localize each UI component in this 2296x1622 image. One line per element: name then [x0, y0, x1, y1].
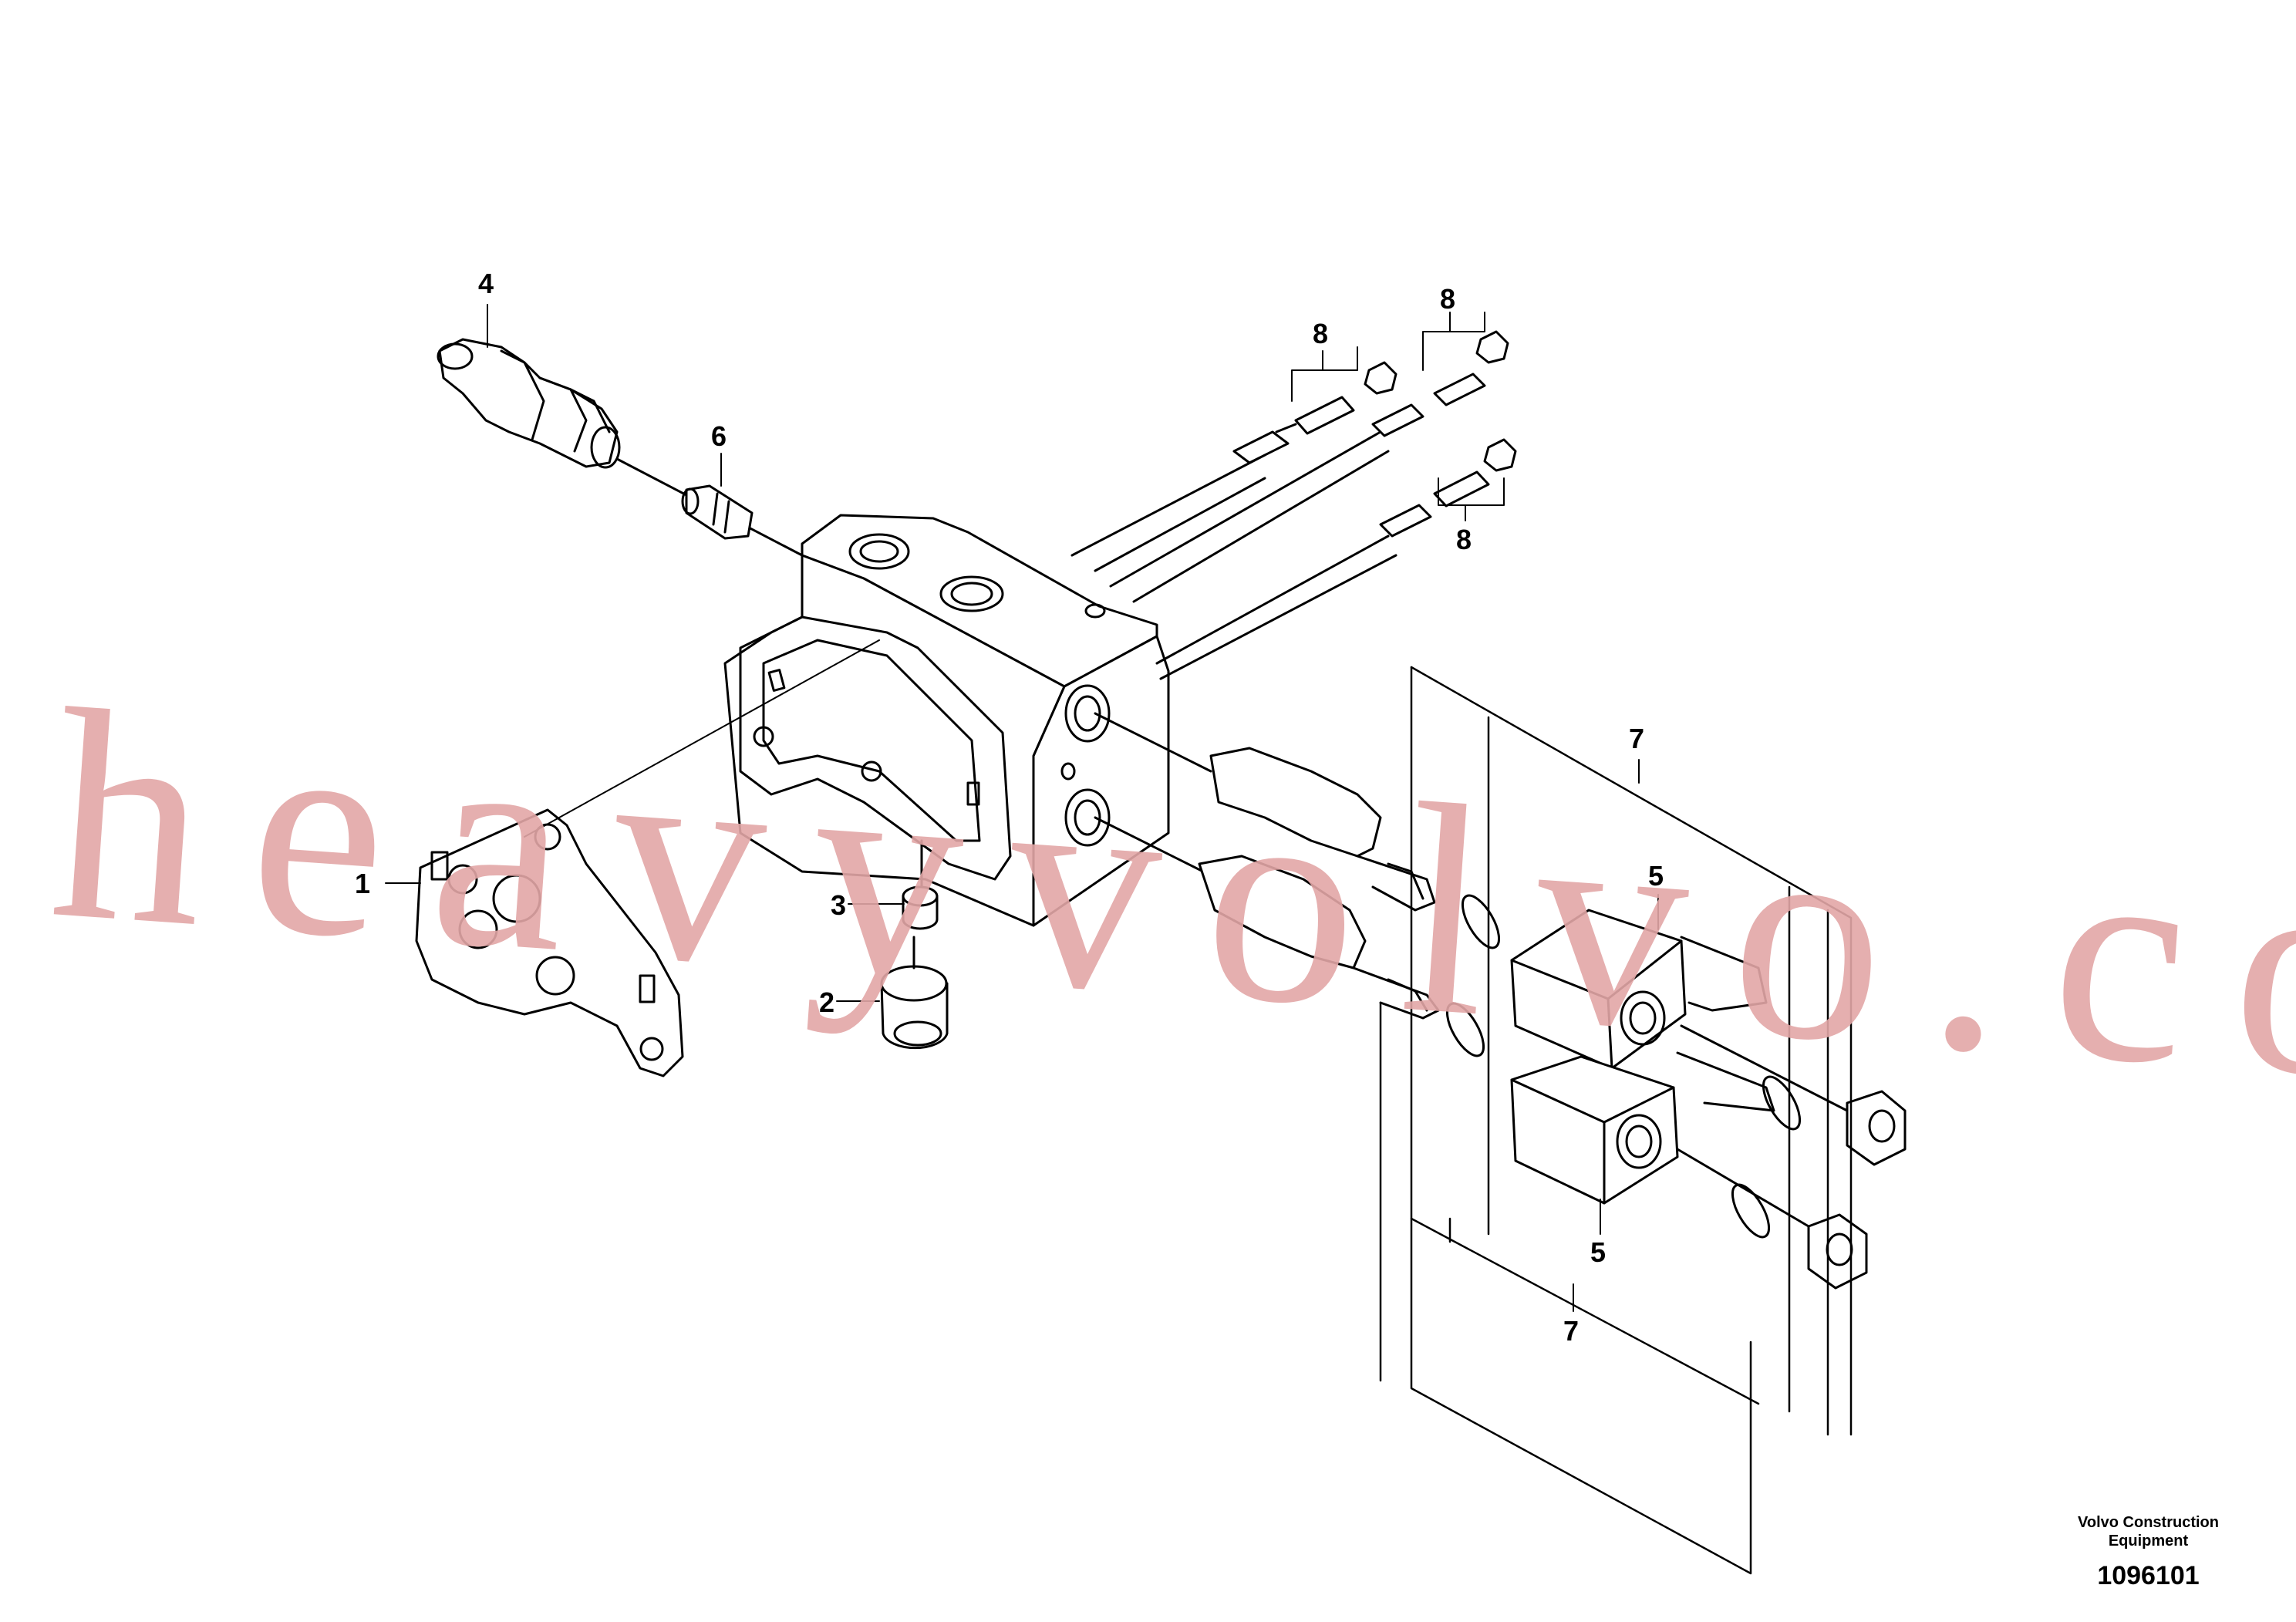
nut-lower: [1807, 1213, 1868, 1290]
callout-6: 6: [711, 420, 727, 452]
callout-1: 1: [355, 868, 370, 899]
seal-part-3: [902, 885, 939, 930]
group-bracket-7: [1379, 666, 1853, 1575]
nut-upper: [1846, 1090, 1907, 1166]
callout-7b: 7: [1563, 1315, 1579, 1347]
title-block: Volvo Construction Equipment 1096101: [2078, 1513, 2219, 1591]
callout-7a: 7: [1629, 723, 1644, 754]
company-name-line2: Equipment: [2108, 1533, 2189, 1549]
callout-8b: 8: [1440, 283, 1455, 315]
leader-lines: [385, 304, 1659, 1312]
callout-8a: 8: [1313, 318, 1328, 349]
stud-set-8c: [1379, 438, 1517, 538]
gasket-plate: [415, 808, 684, 1077]
o-ring: [1445, 1002, 1485, 1057]
callout-5a: 5: [1648, 860, 1664, 892]
relief-valve-part-4: [437, 338, 621, 469]
cartridge-valve-lower: [1094, 816, 1440, 1020]
callout-3: 3: [831, 889, 846, 921]
callout-8c: 8: [1456, 524, 1472, 555]
stud-set-8b: [1371, 330, 1509, 437]
tie-rods: [1070, 430, 1397, 680]
callout-2: 2: [819, 986, 834, 1018]
callout-5b: 5: [1590, 1236, 1606, 1268]
o-ring: [1762, 1075, 1802, 1131]
company-name-line1: Volvo Construction: [2078, 1514, 2219, 1531]
o-ring: [1731, 1183, 1771, 1239]
drawing-number: 1096101: [2097, 1561, 2200, 1590]
plug-part-2: [880, 965, 949, 1050]
solenoid-block-lower: [1510, 1055, 1679, 1205]
small-valve-part-6: [681, 484, 754, 540]
valve-block: [723, 514, 1170, 927]
stud-set-8a: [1232, 361, 1397, 464]
o-ring: [1461, 894, 1501, 949]
callout-4: 4: [478, 268, 494, 299]
solenoid-block-upper: [1510, 909, 1775, 1112]
callout-labels: 1 2 3 4 6 8 8 8 7 5 5 7: [355, 268, 1664, 1347]
